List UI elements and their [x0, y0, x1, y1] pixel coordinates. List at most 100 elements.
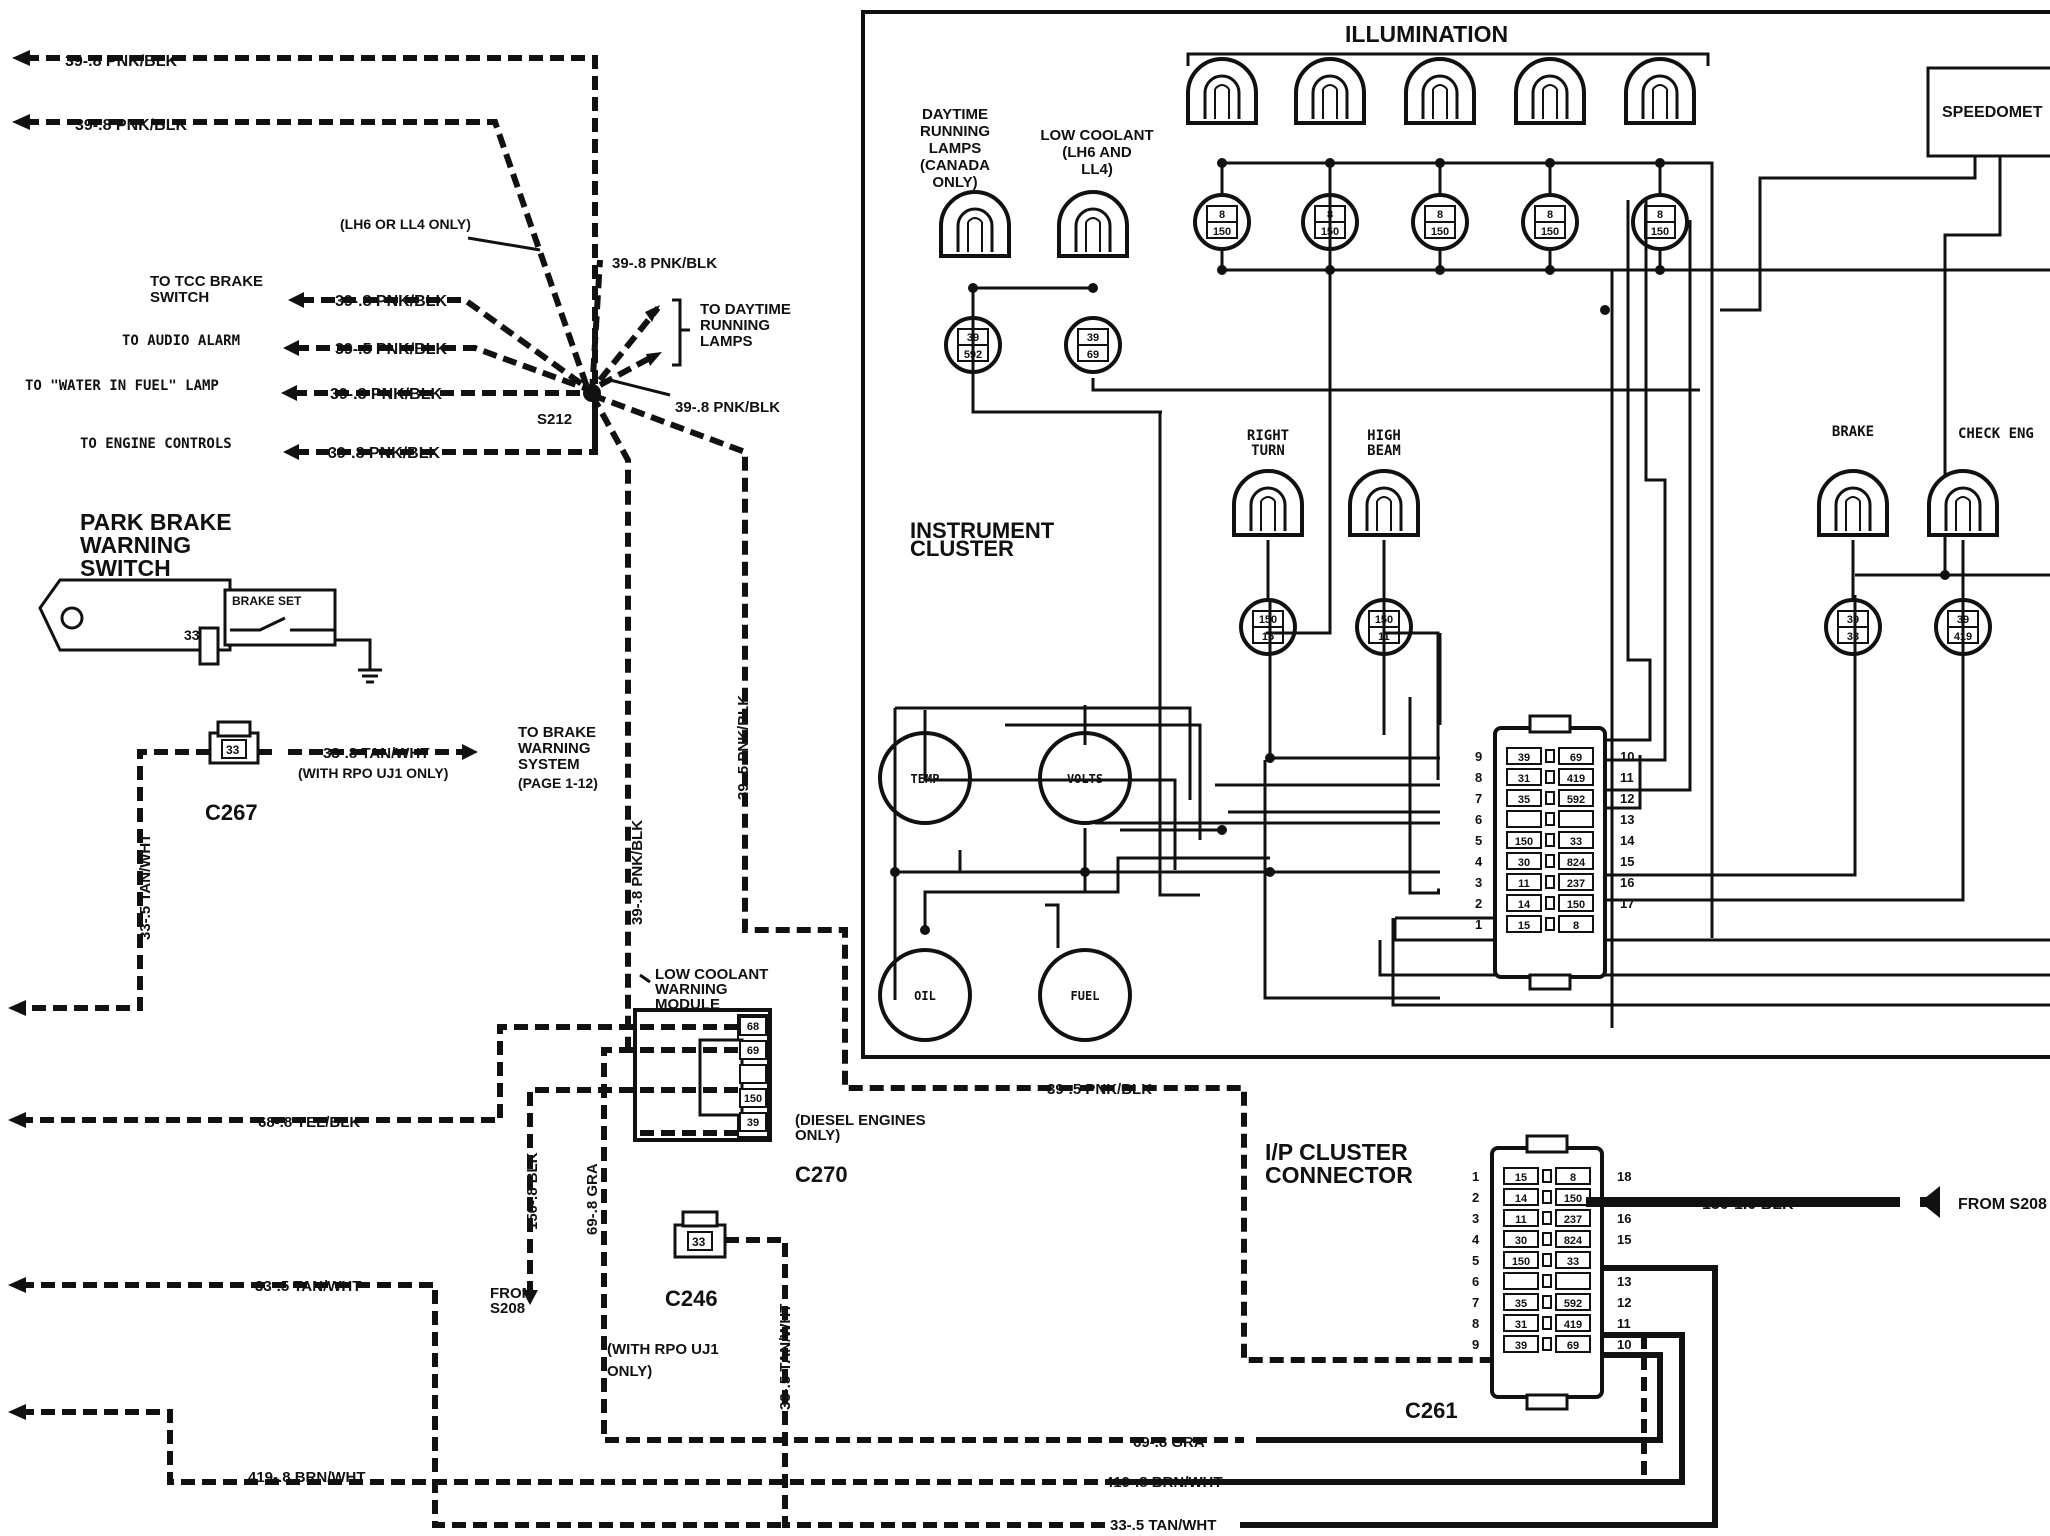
svg-text:4: 4: [1472, 1232, 1480, 1247]
svg-text:8: 8: [1472, 1316, 1479, 1331]
svg-text:237: 237: [1567, 878, 1585, 890]
wire-69-bottom-label: 69-.8 GRA: [1133, 1434, 1205, 1451]
svg-text:419: 419: [1564, 1319, 1582, 1331]
illumination-bulb: [1624, 57, 1696, 125]
svg-text:33: 33: [692, 1235, 706, 1249]
svg-text:68: 68: [747, 1021, 759, 1033]
wire-s212-up-label: 39-.8 PNK/BLK: [612, 255, 717, 272]
svg-text:69: 69: [747, 1045, 759, 1057]
illumination-bulb: [1514, 57, 1586, 125]
wire-top2: 39-.8 PNK/BLK: [12, 114, 591, 391]
svg-text:824: 824: [1567, 857, 1586, 869]
svg-text:10: 10: [1617, 1337, 1631, 1352]
svg-text:7: 7: [1475, 791, 1482, 806]
svg-text:150: 150: [1651, 226, 1669, 238]
wire-tcc: 39-.8 PNK/BLK: [288, 292, 592, 393]
brake-bulb: [1817, 469, 1889, 537]
svg-text:33: 33: [226, 743, 240, 757]
svg-text:11: 11: [1620, 770, 1634, 785]
svg-text:8: 8: [1547, 209, 1553, 221]
wire-audio-label: 39-.5 PNK/BLK: [335, 341, 447, 358]
oil-gauge: OIL: [878, 948, 972, 1042]
svg-text:30: 30: [1518, 857, 1530, 869]
svg-text:150: 150: [1213, 226, 1231, 238]
svg-text:8: 8: [1570, 1172, 1576, 1184]
svg-text:39: 39: [1847, 614, 1859, 626]
to-audio-label: TO AUDIO ALARM: [122, 333, 240, 349]
svg-text:150: 150: [1564, 1193, 1582, 1205]
svg-text:12: 12: [1620, 791, 1634, 806]
svg-text:15: 15: [1515, 1172, 1527, 1184]
wire-33-bottom-label: 33-.5 TAN/WHT: [1110, 1517, 1216, 1534]
svg-text:35: 35: [1515, 1298, 1527, 1310]
c267-connector: 33 C267: [205, 720, 260, 825]
volts-gauge: VOLTS: [1038, 731, 1132, 825]
wire-engine-label: 39-.8 PNK/BLK: [328, 445, 440, 462]
wire-33-left-vert-label: 33-.5 TAN/WHT: [137, 834, 154, 940]
wire-33-vert-label: 33-.5 TAN/WHT: [777, 1304, 794, 1410]
lh6-note: (LH6 OR LL4 ONLY): [340, 216, 471, 232]
svg-text:2: 2: [1472, 1190, 1479, 1205]
wire-150-blk-label: 150-.8 BLK: [524, 1152, 541, 1230]
right-turn-bulb: [1232, 469, 1304, 537]
svg-text:3: 3: [1472, 1211, 1479, 1226]
svg-text:9: 9: [1472, 1337, 1479, 1352]
svg-text:11: 11: [1518, 878, 1530, 890]
svg-text:33: 33: [1567, 1256, 1579, 1268]
s212-label: S212: [537, 411, 572, 428]
svg-text:6: 6: [1472, 1274, 1479, 1289]
wire-engine: 39-.8 PNK/BLK: [283, 393, 598, 462]
svg-text:6: 6: [1475, 812, 1482, 827]
wire-top1: 39-.8 PNK/BLK: [12, 50, 598, 455]
svg-text:OIL: OIL: [914, 989, 936, 1003]
svg-text:15: 15: [1620, 854, 1634, 869]
svg-text:33: 33: [1570, 836, 1582, 848]
svg-text:69: 69: [1087, 349, 1099, 361]
svg-text:14: 14: [1620, 833, 1635, 848]
svg-text:31: 31: [1518, 773, 1530, 785]
wire-audio: 39-.5 PNK/BLK: [283, 340, 592, 393]
illumination-bulb: [1404, 57, 1476, 125]
svg-text:150: 150: [1431, 226, 1449, 238]
drl-bulb: [939, 190, 1011, 258]
svg-text:33: 33: [1847, 631, 1859, 643]
wire-wif: 39-.8 PNK/BLK: [281, 385, 590, 403]
svg-text:31: 31: [1515, 1319, 1527, 1331]
svg-text:592: 592: [1564, 1298, 1582, 1310]
svg-text:5: 5: [1475, 833, 1482, 848]
park-brake-switch: BRAKE SET 33: [38, 578, 382, 684]
wire-33-tan-label: 33-.8 TAN/WHT: [323, 745, 429, 762]
illumination-bulb: [1294, 57, 1366, 125]
svg-text:8: 8: [1475, 770, 1482, 785]
svg-text:5: 5: [1472, 1253, 1479, 1268]
wire-419-label: 419-.8 BRN/WHT: [248, 1469, 366, 1486]
wire-39-c261-label: 39-.5 PNK/BLK: [1047, 1081, 1152, 1098]
svg-text:10: 10: [1620, 749, 1634, 764]
svg-text:150: 150: [1259, 614, 1277, 626]
svg-text:39: 39: [1518, 752, 1530, 764]
svg-text:18: 18: [1617, 1169, 1631, 1184]
svg-text:13: 13: [1620, 812, 1634, 827]
illumination-label: ILLUMINATION: [1345, 21, 1508, 47]
svg-text:11: 11: [1515, 1214, 1527, 1226]
wire-69-gra-label: 69-.8 GRA: [584, 1163, 601, 1235]
svg-text:35: 35: [1518, 794, 1530, 806]
svg-text:150: 150: [1567, 899, 1585, 911]
c270-label: C270: [795, 1162, 848, 1187]
high-beam-bulb: [1348, 469, 1420, 537]
svg-text:8: 8: [1657, 209, 1663, 221]
from-s208-right-label: FROM S208: [1958, 1196, 2047, 1213]
svg-text:150: 150: [1512, 1256, 1530, 1268]
